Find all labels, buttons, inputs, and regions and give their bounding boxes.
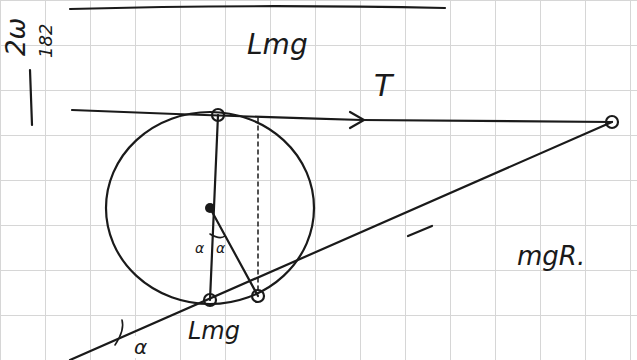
angle-label: α [214, 240, 227, 256]
dashed-vertical [257, 118, 259, 294]
contact-point [204, 294, 216, 306]
fraction-numerator: 2ω [2, 16, 30, 58]
wheel-circle [106, 112, 314, 304]
anchor-point [606, 116, 618, 128]
center-dot [205, 203, 215, 213]
incline-angle-label: α [132, 336, 149, 358]
force-label: Lmg [245, 30, 310, 60]
angle-label: α [193, 240, 206, 256]
incline-angle-arc [115, 320, 123, 345]
fraction-bar [30, 70, 32, 125]
torque-label: mgR. [515, 242, 587, 270]
incline-tick [408, 226, 432, 236]
top-line [70, 6, 445, 9]
fraction-denominator: 182 [36, 22, 56, 60]
contact-point [252, 290, 264, 302]
tension-extension [362, 120, 612, 122]
incline-line [70, 122, 612, 360]
tension-label: T [372, 70, 394, 102]
force-label: Lmg [186, 318, 242, 344]
radius-line [210, 208, 258, 296]
angle-arc [210, 234, 225, 238]
contact-point [212, 109, 224, 121]
